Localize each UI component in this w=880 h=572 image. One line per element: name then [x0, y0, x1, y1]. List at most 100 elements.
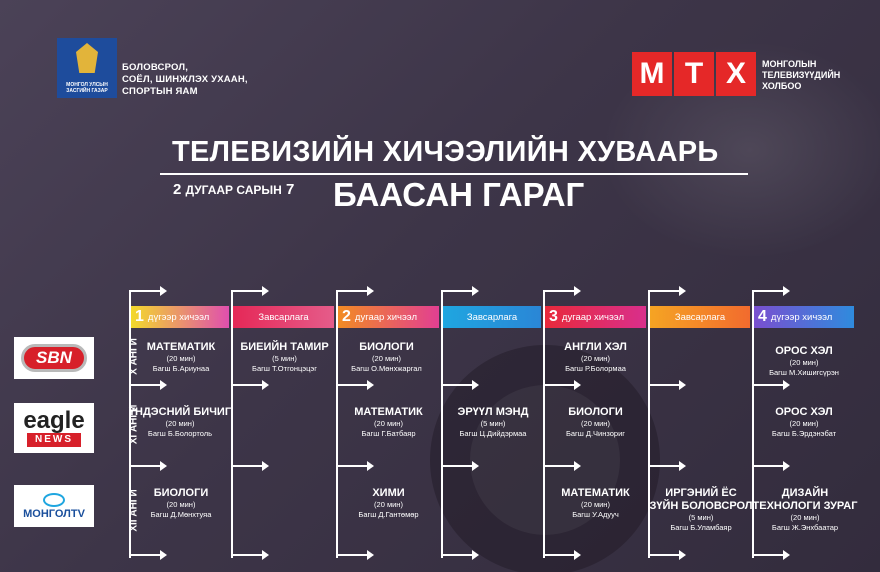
break-label: Завсарлага — [674, 311, 726, 323]
arrow — [233, 380, 269, 390]
subject: ҮНДЭСНИЙ БИЧИГ — [128, 406, 232, 418]
teacher: Багш У.Адууч — [572, 510, 619, 519]
duration: (5 мин) — [272, 354, 297, 363]
schedule-date: 2 ДУГААР САРЫН 7 — [173, 181, 294, 198]
schedule-cell: МАТЕМАТИК (20 мин) Багш Б.Ариунаа — [131, 341, 231, 374]
duration: (20 мин) — [165, 419, 195, 428]
arrow — [650, 380, 686, 390]
schedule-cell: ХИМИ (20 мин) Багш Д.Гантөмөр — [336, 487, 441, 520]
teacher: Багш Б.Уламбаяр — [670, 523, 732, 532]
mtx-letter: Т — [674, 52, 714, 96]
subject: ИРГЭНИЙ ЁС — [665, 487, 737, 499]
column-line — [543, 290, 545, 558]
header-break-3: Завсарлага — [650, 306, 750, 328]
column-line — [129, 290, 131, 558]
lesson-label: дугаар хичээл — [561, 311, 624, 323]
background-disc — [430, 345, 660, 572]
arrow — [443, 550, 479, 560]
mongol-tv-ring-icon — [43, 492, 65, 507]
arrow — [131, 461, 167, 471]
header-break-2: Завсарлага — [443, 306, 541, 328]
subject: БИОЛОГИ — [568, 406, 623, 418]
break-label: Завсарлага — [258, 311, 309, 323]
title-divider — [160, 173, 748, 175]
column-line — [336, 290, 338, 558]
arrow — [443, 380, 479, 390]
duration: (5 мин) — [688, 513, 714, 522]
arrow — [131, 380, 167, 390]
arrow — [131, 286, 167, 296]
column-line — [231, 290, 233, 558]
subject: ОРОС ХЭЛ — [775, 406, 833, 418]
weekday-title: БААСАН ГАРАГ — [333, 176, 585, 213]
header-lesson-3: 3 дугаар хичээл — [545, 306, 646, 328]
arrow — [233, 286, 269, 296]
teacher: Багш Г.Батбаяр — [361, 429, 416, 438]
arrow — [545, 380, 581, 390]
lesson-label: дүгээр хичээл — [147, 311, 210, 323]
schedule-cell: ҮНДЭСНИЙ БИЧИГ (20 мин) Багш Б.Болортоль — [127, 406, 233, 439]
schedule-cell: БИОЛОГИ (20 мин) Багш О.Мөнхжаргал — [334, 341, 439, 374]
arrow — [754, 550, 790, 560]
schedule-cell: БИОЛОГИ (20 мин) Багш Д.Чинзориг — [543, 406, 648, 439]
sbn-text: SBN — [21, 344, 87, 372]
header-lesson-4: 4 дүгээр хичээл — [754, 306, 854, 328]
subject: МАТЕМАТИК — [561, 487, 630, 499]
schedule-cell: МАТЕМАТИК (20 мин) Багш Г.Батбаяр — [336, 406, 441, 439]
duration: (20 мин) — [372, 354, 401, 363]
sbn-logo: SBN — [14, 337, 94, 379]
lesson-number: 1 — [135, 308, 144, 325]
subject-line-2: ЗҮЙН БОЛОВСРОЛ — [649, 500, 753, 512]
page-title: ТЕЛЕВИЗИЙН ХИЧЭЭЛИЙН ХУВААРЬ — [172, 136, 719, 168]
teacher: Багш Д.Мөнхтуяа — [150, 510, 212, 519]
duration: (20 мин) — [789, 419, 819, 428]
subject: БИЕИЙН ТАМИР — [240, 341, 329, 353]
subject: ОРОС ХЭЛ — [775, 345, 833, 357]
eagle-text: eagle — [23, 407, 85, 434]
lesson-number: 2 — [342, 308, 351, 325]
mtx-line: МОНГОЛЫН — [762, 59, 817, 69]
teacher: Багш Б.Болортоль — [147, 429, 213, 438]
subject: БИОЛОГИ — [359, 341, 414, 353]
soyombo-icon — [76, 43, 98, 73]
schedule-cell: ЭРҮҮЛ МЭНД (5 мин) Багш Ц.Дийдэрмаа — [441, 406, 545, 439]
arrow — [233, 550, 269, 560]
schedule-cell: АНГЛИ ХЭЛ (20 мин) Багш Р.Болормаа — [543, 341, 648, 374]
teacher: Багш Р.Болормаа — [565, 364, 626, 373]
duration: (20 мин) — [374, 419, 403, 428]
subject: ДИЗАЙН — [781, 487, 829, 499]
arrow — [338, 286, 374, 296]
lesson-label: дугаар хичээл — [354, 311, 417, 323]
column-line — [752, 290, 754, 558]
teacher: Багш Ц.Дийдэрмаа — [459, 429, 527, 438]
emblem-text: МОНГОЛ УЛСЫН ЗАСГИЙН ГАЗАР — [66, 82, 108, 94]
mtx-letter: Х — [716, 52, 756, 96]
news-text: NEWS — [27, 433, 81, 447]
lesson-label: дүгээр хичээл — [770, 311, 833, 323]
arrow — [545, 286, 581, 296]
teacher: Багш Т.Отгонцэцэг — [252, 364, 317, 373]
schedule-cell: БИОЛОГИ (20 мин) Багш Д.Мөнхтуяа — [131, 487, 231, 520]
subject: МАТЕМАТИК — [354, 406, 423, 418]
subject: ХИМИ — [372, 487, 405, 499]
mtx-line: ТЕЛЕВИЗҮҮДИЙН — [762, 70, 841, 80]
schedule-cell: ИРГЭНИЙ ЁС ЗҮЙН БОЛОВСРОЛ (5 мин) Багш Б… — [648, 487, 754, 533]
arrow — [545, 461, 581, 471]
arrow — [131, 550, 167, 560]
arrow — [545, 550, 581, 560]
subject-line-2: ТЕХНОЛОГИ ЗУРАГ — [752, 500, 858, 512]
schedule-cell: ОРОС ХЭЛ (20 мин) Багш Б.Эрдэнэбат — [754, 406, 854, 439]
arrow — [338, 380, 374, 390]
mtx-logo: М Т Х — [632, 52, 756, 96]
teacher: Багш Д.Чинзориг — [565, 429, 626, 438]
date-month-number: 2 — [173, 181, 182, 198]
arrow — [338, 550, 374, 560]
teacher: Багш О.Мөнхжаргал — [351, 364, 422, 373]
government-emblem: МОНГОЛ УЛСЫН ЗАСГИЙН ГАЗАР — [57, 38, 117, 98]
arrow — [443, 286, 479, 296]
duration: (20 мин) — [789, 358, 819, 367]
arrow — [650, 461, 686, 471]
schedule-cell: ОРОС ХЭЛ (20 мин) Багш М.Хишигсүрэн — [754, 345, 854, 378]
lesson-number: 3 — [549, 308, 558, 325]
column-line — [648, 290, 650, 558]
